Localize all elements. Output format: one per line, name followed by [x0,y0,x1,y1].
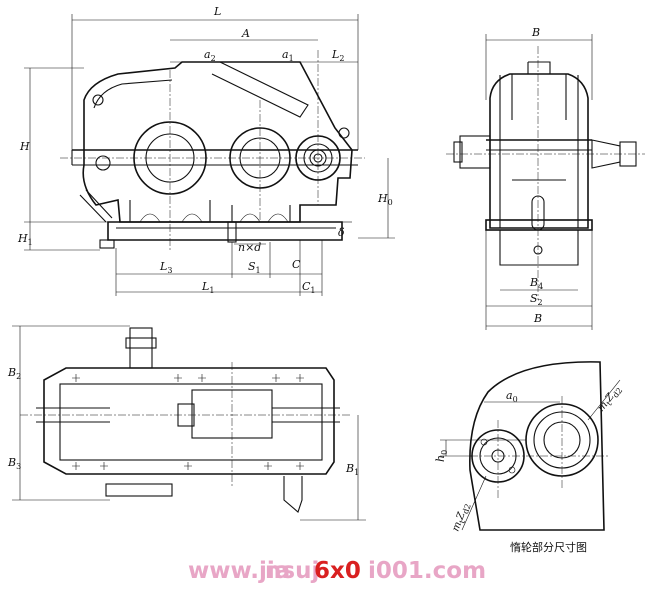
dim-L2: L2 [331,48,344,63]
idler-view: a0 h0 mtZd2 mtZd2 惰轮部分尺寸图 [434,361,624,554]
dim-B3: B3 [7,456,21,471]
bolt-crosses [72,374,304,470]
dim-C1: C1 [302,280,316,295]
dim-L1: L1 [201,280,214,295]
dim-B-bottom: B [533,312,542,325]
dim-L3: L3 [159,260,172,275]
dim-a0: a0 [506,389,518,404]
dim-mt-zd2-lower: mtZd2 [450,501,472,534]
dim-S1: S1 [248,260,261,275]
dim-S2: S2 [530,292,543,307]
dim-L: L [213,5,221,18]
dim-A: A [241,27,250,40]
dim-H: H [19,140,30,153]
idler-caption: 惰轮部分尺寸图 [510,540,587,554]
dim-a1: a1 [282,48,294,63]
watermark-mid: nsuj [265,558,319,584]
dim-H0: H0 [377,192,393,207]
front-view: L A a2 a1 L2 H H1 H0 δ n×d L3 S1 C L1 C1 [17,5,395,296]
dim-B2: B2 [7,366,21,381]
dim-h0: h0 [434,450,449,462]
dim-B1: B1 [345,462,359,477]
watermark: www.jia nsuj 6x0 i001.com [188,558,486,584]
dim-n-x-d: n×d [238,241,261,254]
dim-H1: H1 [17,232,33,247]
dim-C: C [292,258,301,271]
dim-delta: δ [338,226,345,239]
dim-B4: B4 [529,276,543,291]
watermark-brand: 6x0 [314,558,361,584]
dim-a2: a2 [204,48,216,63]
plan-view: B2 B3 B1 [7,325,366,521]
watermark-right: i001.com [368,558,486,584]
dim-B-top: B [531,26,540,39]
side-view: B B4 S2 B [446,26,645,330]
watermark-left: www.jia [188,558,290,584]
